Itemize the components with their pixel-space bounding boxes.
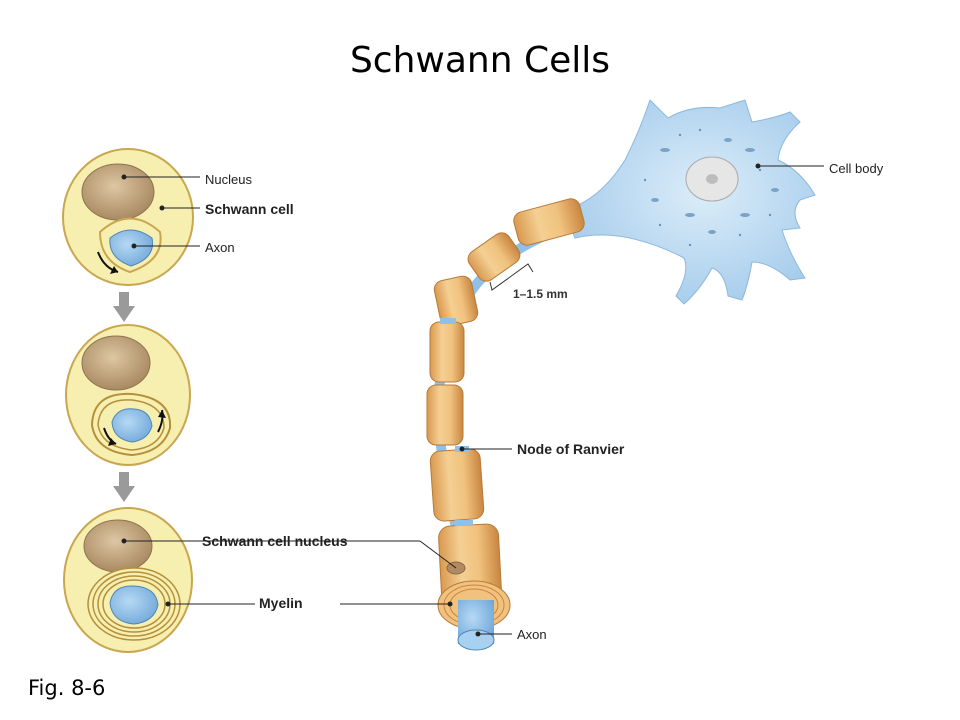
myelinated-axon bbox=[426, 198, 585, 651]
wrapping-stage-3 bbox=[63, 507, 193, 653]
wrapping-stage-2 bbox=[65, 324, 191, 466]
down-arrow-icon bbox=[113, 472, 135, 502]
myelin-label: Myelin bbox=[259, 595, 303, 611]
page-title: Schwann Cells bbox=[349, 40, 611, 81]
schwann-cell-nucleus-label: Schwann cell nucleus bbox=[202, 533, 348, 549]
down-arrow-icon bbox=[113, 292, 135, 322]
leader-lines bbox=[121, 163, 824, 637]
wrapping-stage-1 bbox=[62, 148, 194, 286]
neuron-cell-body bbox=[564, 99, 816, 305]
figure-label: Fig. 8-6 bbox=[28, 676, 106, 700]
internode-length-label: 1–1.5 mm bbox=[513, 287, 568, 301]
node-of-ranvier-label: Node of Ranvier bbox=[517, 441, 625, 457]
axon-label-top: Axon bbox=[205, 240, 235, 255]
cell-body-label: Cell body bbox=[829, 161, 884, 176]
axon-label-bottom: Axon bbox=[517, 627, 547, 642]
nucleus-label: Nucleus bbox=[205, 172, 252, 187]
schwann-cell-label: Schwann cell bbox=[205, 201, 294, 217]
